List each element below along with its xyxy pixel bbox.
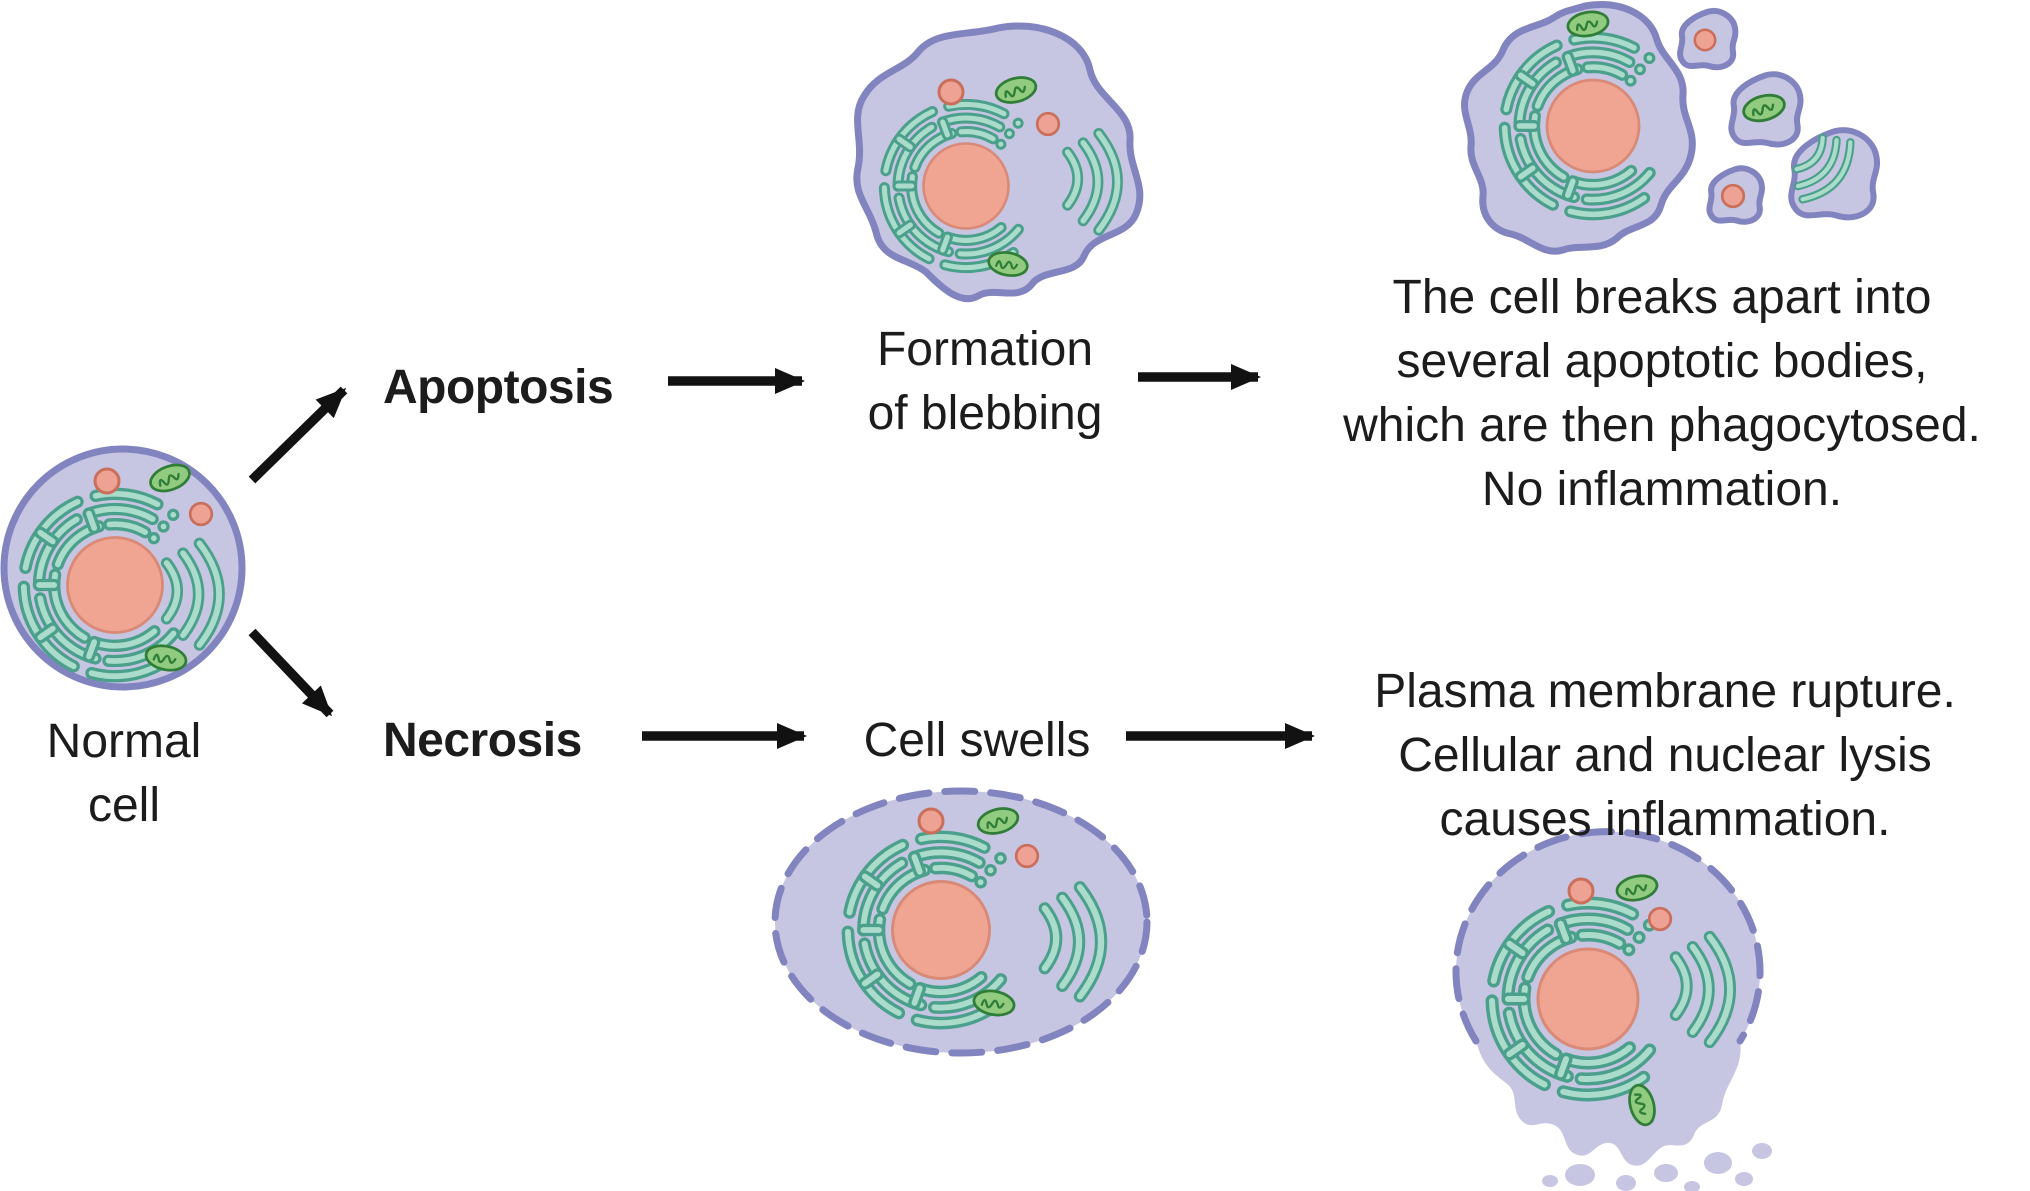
apoptosis-outcome-line3: which are then phagocytosed. [1343,399,1981,452]
blebbing-label-line1: Formation [876,323,1094,376]
necrosis-outcome-line1: Plasma membrane rupture. [1374,665,1956,718]
arrow-to-apoptosis [248,386,348,484]
spilled-cytoplasm-droplets [1542,1143,1772,1191]
swollen-cell-illustration [771,787,1151,1068]
necrosis-outcome-text: Plasma membrane rupture. Cellular and nu… [1374,660,1956,852]
apoptosis-outcome-line1: The cell breaks apart into [1392,271,1932,324]
blebbing-cell-illustration [848,22,1144,310]
blebbing-label-line2: of blebbing [867,387,1103,440]
apoptosis-pathway-label: Apoptosis [383,361,614,414]
necrosis-pathway-label: Necrosis [383,714,582,767]
apoptosis-outcome-text: The cell breaks apart into several apopt… [1343,266,1981,522]
normal-cell-label-line1: Normal [46,715,202,768]
arrow-to-necrosis [248,628,334,718]
normal-cell-label-line2: cell [87,779,161,832]
necrosis-outcome-line3: causes inflammation. [1439,793,1891,846]
ruptured-cell-illustration [1430,828,1772,1191]
normal-cell-label: Normal cell [47,710,202,838]
apoptotic-bodies-illustration [1461,0,1905,262]
apoptosis-outcome-line2: several apoptotic bodies, [1396,335,1928,388]
formation-of-blebbing-label: Formation of blebbing [868,318,1103,446]
necrosis-outcome-line2: Cellular and nuclear lysis [1398,729,1932,782]
normal-cell-illustration [0,445,250,695]
cell-swells-label: Cell swells [863,714,1091,767]
ruptured-dashed-membrane [1452,828,1764,1045]
apoptosis-outcome-line4: No inflammation. [1481,463,1843,516]
